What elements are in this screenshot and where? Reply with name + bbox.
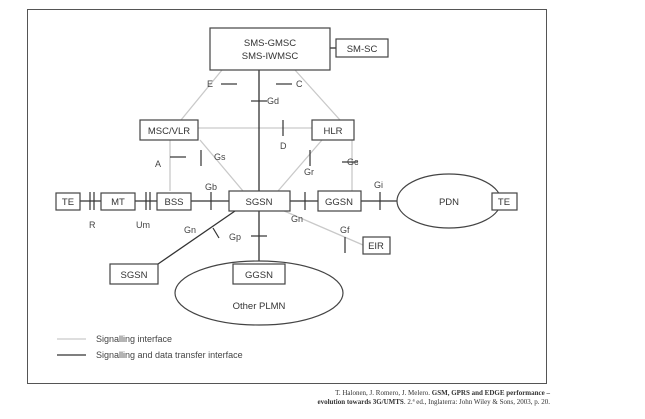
sms-iwmsc-label: SMS-IWMSC — [242, 51, 299, 62]
sig-line-hlr-sgsn — [277, 139, 323, 192]
iface-gn-left-label: Gn — [184, 225, 196, 235]
sgsn-other-label: SGSN — [121, 270, 148, 281]
iface-um-label: Um — [136, 220, 150, 230]
ggsn-main-label: GGSN — [325, 197, 353, 208]
pdn-label: PDN — [439, 197, 459, 208]
node-msc-vlr: MSC/VLR — [139, 119, 199, 141]
node-sms-gmsc: SMS-GMSC SMS-IWMSC — [209, 27, 331, 71]
legend: Signalling interface Signalling and data… — [96, 334, 243, 360]
signalling-lines — [169, 69, 364, 246]
interface-labels: E C Gd D A Gs Gr Gc Gb Gi R Um Gn Gn Gp … — [89, 79, 383, 242]
node-sgsn-main: SGSN — [228, 190, 291, 212]
iface-gi-label: Gi — [374, 180, 383, 190]
interface-ticks — [89, 83, 381, 253]
node-ggsn-other: GGSN — [232, 263, 286, 285]
ggsn-other-label: GGSN — [245, 270, 273, 281]
sig-line-sgsn-eir — [274, 206, 364, 246]
te-right-label: TE — [498, 197, 510, 208]
sgsn-main-label: SGSN — [246, 197, 273, 208]
node-ggsn-main: GGSN — [317, 190, 362, 212]
node-te-left: TE — [55, 192, 81, 211]
citation: T. Halonen, J. Romero, J. Melero. GSM, G… — [250, 389, 550, 407]
iface-gs-label: Gs — [214, 152, 226, 162]
msc-vlr-label: MSC/VLR — [148, 126, 190, 137]
iface-gf-label: Gf — [340, 225, 350, 235]
citation-rest: . 2.ª ed., Inglaterra: John Wiley & Sons… — [403, 398, 550, 406]
data-line-sgsn-sgsn-other — [157, 210, 236, 265]
iface-r-label: R — [89, 220, 96, 230]
sig-line-sms-hlr — [294, 69, 341, 121]
citation-title-1: GSM, GPRS and EDGE performance – — [431, 389, 550, 397]
node-eir: EIR — [362, 236, 391, 255]
node-mt: MT — [100, 192, 136, 211]
iface-a-label: A — [155, 159, 161, 169]
legend-data-label: Signalling and data transfer interface — [96, 350, 243, 360]
iface-gc-label: Gc — [347, 157, 359, 167]
node-hlr: HLR — [311, 119, 355, 141]
iface-gb-label: Gb — [205, 182, 217, 192]
data-lines — [57, 47, 398, 356]
node-te-right: TE — [491, 192, 518, 211]
iface-c-label: C — [296, 79, 303, 89]
citation-title-2: evolution towards 3G/UMTS — [317, 398, 404, 406]
iface-gp-label: Gp — [229, 232, 241, 242]
iface-gr-label: Gr — [304, 167, 314, 177]
other-plmn-label: Other PLMN — [233, 301, 286, 312]
te-left-label: TE — [62, 197, 74, 208]
iface-gn-right-label: Gn — [291, 214, 303, 224]
other-plmn-ellipse — [174, 260, 344, 326]
sm-sc-label: SM-SC — [347, 44, 378, 55]
citation-authors: T. Halonen, J. Romero, J. Melero. — [335, 389, 431, 397]
sig-line-sms-msc — [180, 69, 223, 121]
node-sm-sc: SM-SC — [335, 38, 389, 58]
eir-label: EIR — [368, 241, 384, 252]
hlr-label: HLR — [323, 126, 342, 137]
iface-e-label: E — [207, 79, 213, 89]
node-bss: BSS — [156, 192, 192, 211]
iface-d-label: D — [280, 141, 287, 151]
node-sgsn-other: SGSN — [109, 263, 159, 285]
sig-line-msc-sgsn — [199, 139, 244, 192]
sms-gmsc-label: SMS-GMSC — [244, 38, 296, 49]
mt-label: MT — [111, 197, 125, 208]
legend-signalling-label: Signalling interface — [96, 334, 172, 344]
iface-gd-label: Gd — [267, 96, 279, 106]
bss-label: BSS — [164, 197, 183, 208]
